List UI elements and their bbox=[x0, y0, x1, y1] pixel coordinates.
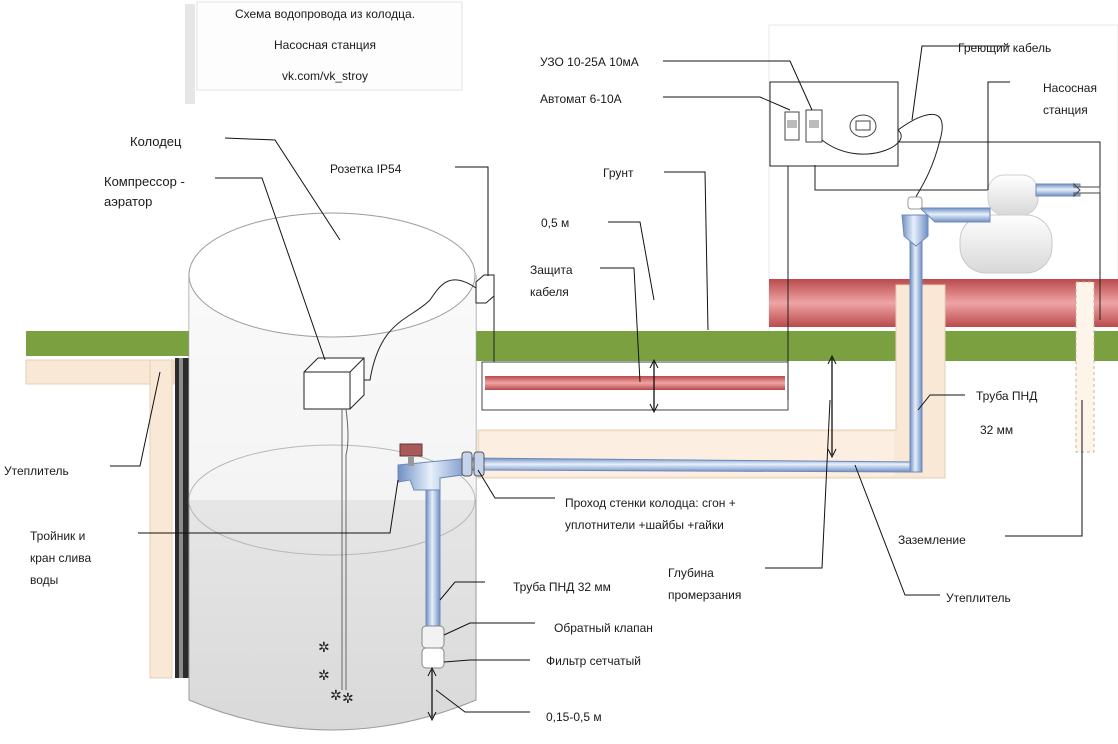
label-cable-protection-1: Защита bbox=[530, 263, 573, 277]
label-rcd: УЗО 10-25А 10мА bbox=[540, 55, 639, 69]
grounding-rod bbox=[1075, 281, 1095, 453]
label-cable-protection-2: кабеля bbox=[530, 285, 569, 299]
label-tee-3: воды bbox=[30, 573, 58, 587]
label-wall-pass-2: уплотнители +шайбы +гайки bbox=[565, 518, 724, 532]
pump-station bbox=[901, 174, 1101, 274]
label-pump-station-1: Насосная bbox=[1043, 81, 1097, 95]
check-valve bbox=[421, 625, 445, 649]
header-title: Схема водопровода из колодца. bbox=[235, 7, 415, 21]
header-subtitle: Насосная станция bbox=[274, 38, 376, 52]
cable-protection-pipe bbox=[485, 376, 785, 390]
label-compressor-1: Компрессор - bbox=[104, 174, 185, 189]
label-wall-pass-1: Проход стенки колодца: сгон + bbox=[565, 496, 736, 510]
power-cable-compressor bbox=[364, 279, 477, 381]
compressor-tube bbox=[341, 408, 349, 690]
label-breaker: Автомат 6-10А bbox=[540, 92, 622, 106]
label-pipe-inner: Труба ПНД 32 мм bbox=[513, 580, 611, 594]
label-freeze-depth-1: Глубина bbox=[668, 566, 714, 580]
mesh-filter bbox=[421, 647, 445, 669]
header-note: Схема водопровода из колодца. Насосная с… bbox=[185, 1, 463, 104]
label-pipe-right-2: 32 мм bbox=[980, 423, 1013, 437]
label-depth-top: 0,5 м bbox=[541, 216, 569, 230]
bubble-icon: ✲ bbox=[330, 687, 342, 703]
label-insulation-left: Утеплитель bbox=[4, 464, 69, 478]
label-pump-station-2: станция bbox=[1043, 103, 1088, 117]
label-ground: Грунт bbox=[603, 166, 634, 180]
wall-pass-coupling bbox=[461, 451, 473, 477]
compressor-box bbox=[303, 357, 365, 410]
dimension-freeze bbox=[827, 354, 837, 459]
label-tee-2: кран слива bbox=[30, 551, 92, 565]
label-socket: Розетка IP54 bbox=[330, 162, 402, 176]
label-pipe-right-1: Труба ПНД bbox=[976, 389, 1037, 403]
electrical-panel bbox=[769, 81, 899, 167]
grass-band-right bbox=[476, 331, 1118, 361]
label-check-valve: Обратный клапан bbox=[554, 621, 653, 635]
label-heating-cable: Греющий кабель bbox=[958, 41, 1051, 55]
label-depth-bottom: 0,15-0,5 м bbox=[546, 710, 602, 724]
label-filter: Фильтр сетчатый bbox=[546, 654, 641, 668]
heating-cable-loop bbox=[821, 113, 943, 206]
bubble-icon: ✲ bbox=[318, 667, 330, 683]
label-grounding: Заземление bbox=[898, 533, 966, 547]
label-tee-1: Тройник и bbox=[30, 529, 85, 543]
power-cable-panel bbox=[493, 165, 789, 400]
bubble-icon: ✲ bbox=[342, 690, 354, 706]
label-well: Колодец bbox=[130, 134, 182, 149]
label-insulation-right: Утеплитель bbox=[946, 591, 1011, 605]
header-link[interactable]: vk.com/vk_stroy bbox=[282, 69, 368, 83]
label-compressor-2: аэратор bbox=[104, 194, 152, 209]
grass-band-left bbox=[26, 331, 190, 356]
dimension-top bbox=[649, 358, 659, 414]
socket-box bbox=[475, 274, 495, 304]
drain-valve bbox=[399, 443, 423, 457]
label-freeze-depth-2: промерзания bbox=[668, 588, 741, 602]
bubble-icon: ✲ bbox=[318, 639, 330, 655]
dimension-bottom bbox=[427, 666, 437, 722]
water-pipe-inner bbox=[425, 467, 441, 629]
water-pipe-riser bbox=[909, 224, 923, 473]
well-cylinder bbox=[188, 212, 477, 731]
